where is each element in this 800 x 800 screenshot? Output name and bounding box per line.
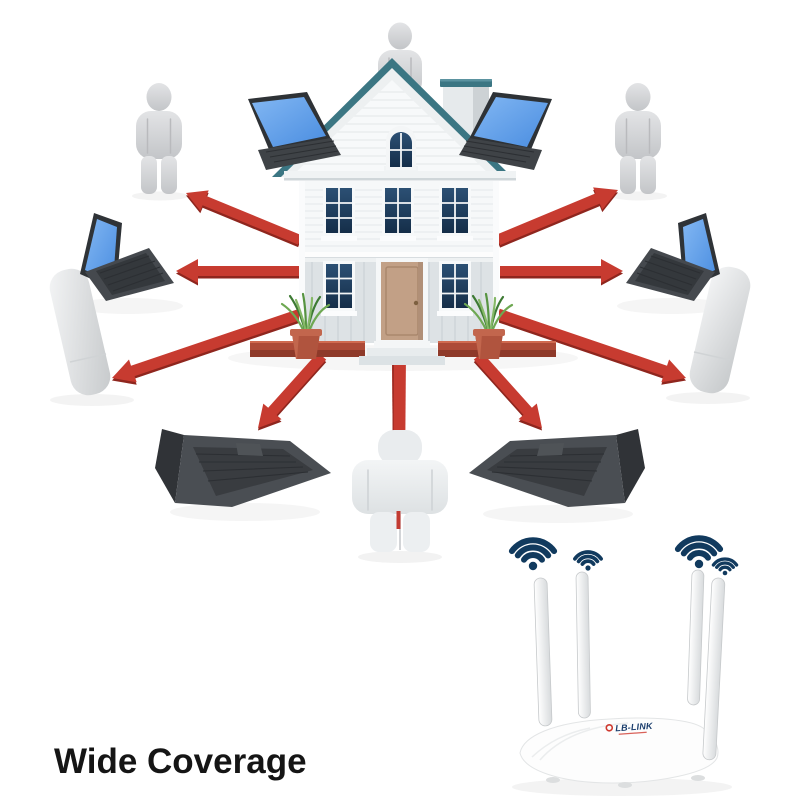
- laptop-roof-right: [459, 92, 552, 170]
- arrow-lower-right: [496, 308, 686, 385]
- wifi-icon: [573, 550, 603, 571]
- router-antenna: [702, 577, 726, 761]
- plant-pot-left: [290, 329, 322, 359]
- router-logo-text: LB-LINK: [615, 721, 654, 734]
- gable-window: [384, 126, 418, 171]
- laptop-bottom-right: [469, 429, 645, 507]
- laptop-mid-right: [626, 213, 720, 301]
- window-middle-center: [380, 185, 416, 241]
- wifi-icon: [711, 557, 739, 576]
- window-middle-left: [321, 185, 357, 241]
- arrow-right: [500, 259, 623, 286]
- window-middle-right: [437, 185, 473, 241]
- person-bottom-center: [352, 430, 448, 552]
- arrow-bottom-left: [258, 352, 327, 431]
- page-title: Wide Coverage: [54, 742, 307, 781]
- laptop-mid-left: [80, 213, 174, 301]
- porch-steps: [359, 341, 445, 365]
- lb-link-logo-icon: [605, 723, 614, 732]
- wifi-icon: [508, 537, 558, 571]
- laptop-roof-left: [248, 92, 341, 170]
- router-antenna: [687, 569, 705, 706]
- router: LB-LINK: [519, 569, 726, 788]
- arrow-up-left: [186, 190, 302, 248]
- eave-fascia: [284, 171, 516, 179]
- wifi-icon: [674, 535, 724, 569]
- arrow-lower-left: [112, 308, 303, 385]
- arrow-up-right: [495, 187, 618, 248]
- wifi-icons: [508, 535, 739, 576]
- coverage-arrows: [112, 187, 686, 478]
- window-ground-right: [437, 261, 473, 316]
- arrow-bottom-right: [473, 352, 542, 431]
- arrow-tip-sliver: [396, 511, 401, 529]
- floor-divider: [299, 252, 499, 258]
- person-top-left: [136, 83, 182, 194]
- window-ground-left: [321, 261, 357, 316]
- front-door: [376, 258, 428, 342]
- router-antenna: [575, 571, 591, 719]
- router-logo: LB-LINK: [605, 721, 654, 735]
- laptop-bottom-left: [155, 429, 331, 507]
- arrow-left: [176, 259, 300, 286]
- door-knob: [413, 300, 419, 306]
- person-top-right: [615, 83, 661, 194]
- router-antenna: [533, 577, 553, 727]
- plant-pot-right: [473, 329, 505, 359]
- pillar-lower-left: [49, 268, 111, 396]
- pillar-lower-right: [689, 266, 751, 394]
